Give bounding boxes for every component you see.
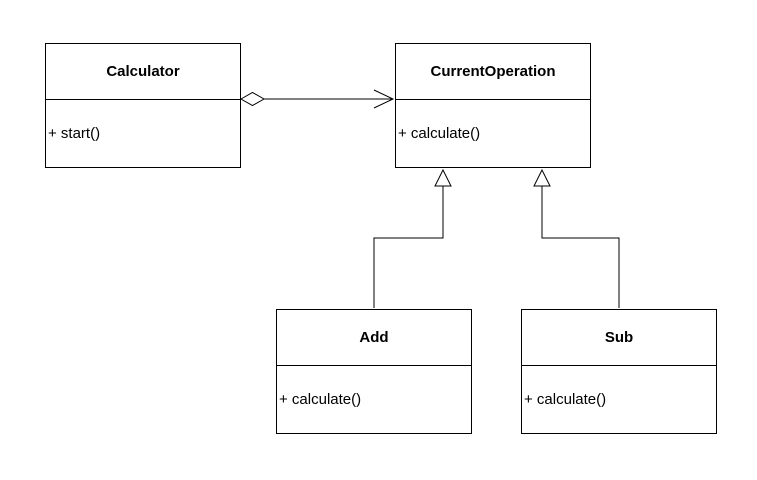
open-arrowhead-icon bbox=[373, 89, 395, 109]
class-name: CurrentOperation bbox=[430, 63, 555, 80]
inheritance-triangle-icon bbox=[533, 168, 551, 187]
aggregation-diamond-icon bbox=[239, 91, 266, 107]
class-add[interactable]: Add + calculate() bbox=[276, 309, 472, 434]
class-calculator[interactable]: Calculator + start() bbox=[45, 43, 241, 168]
class-method: + start() bbox=[48, 125, 100, 142]
class-method: + calculate() bbox=[279, 391, 361, 408]
class-method: + calculate() bbox=[398, 125, 480, 142]
class-method: + calculate() bbox=[524, 391, 606, 408]
class-name: Calculator bbox=[106, 63, 180, 80]
aggregation-connector bbox=[239, 89, 395, 109]
class-name: Sub bbox=[605, 329, 633, 346]
generalization-connector-sub bbox=[533, 168, 620, 308]
inheritance-triangle-icon bbox=[434, 168, 452, 187]
generalization-connector-add bbox=[373, 168, 452, 308]
class-sub[interactable]: Sub + calculate() bbox=[521, 309, 717, 434]
class-name: Add bbox=[359, 329, 388, 346]
class-current-operation[interactable]: CurrentOperation + calculate() bbox=[395, 43, 591, 168]
